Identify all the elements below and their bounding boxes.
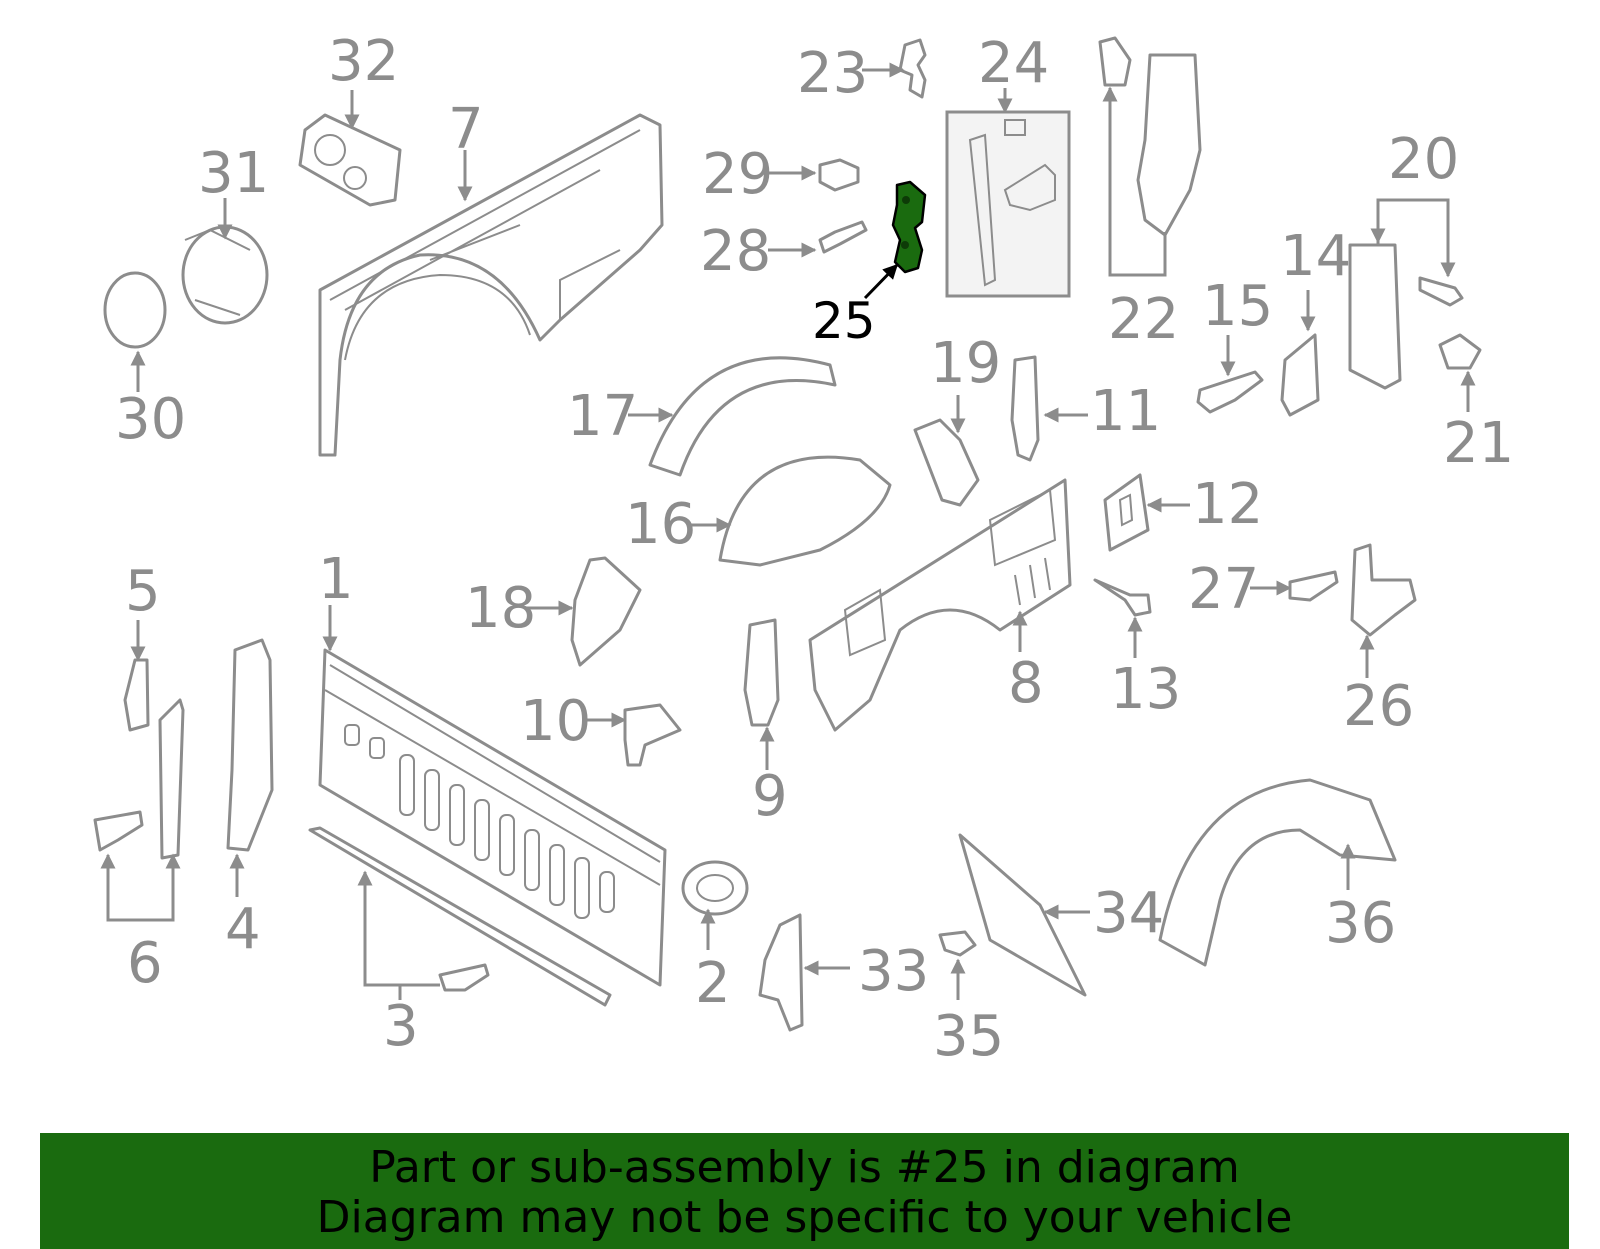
fuel-door-part bbox=[103, 271, 167, 349]
callout-4: 4 bbox=[225, 897, 261, 962]
callout-9: 9 bbox=[752, 764, 788, 829]
callout-24: 24 bbox=[978, 31, 1049, 96]
callout-12: 12 bbox=[1192, 472, 1263, 537]
callout-13: 13 bbox=[1110, 657, 1181, 722]
banner-line-2: Diagram may not be specific to your vehi… bbox=[316, 1192, 1293, 1243]
liner-36-part bbox=[1158, 778, 1397, 967]
callout-33: 33 bbox=[858, 939, 929, 1004]
callout-28: 28 bbox=[700, 219, 771, 284]
plate-12-part bbox=[1103, 473, 1150, 552]
callout-32: 32 bbox=[328, 29, 399, 94]
seal-3-part bbox=[308, 826, 612, 1007]
fasteners-20-21-part bbox=[1418, 276, 1482, 370]
bracket-22-part bbox=[1098, 36, 1202, 237]
callout-35: 35 bbox=[933, 1004, 1004, 1069]
callout-7: 7 bbox=[448, 97, 484, 162]
wheelhouse-16-part bbox=[718, 455, 892, 567]
bolt-13-part bbox=[1093, 578, 1152, 617]
callout-1: 1 bbox=[318, 547, 354, 612]
bolt-27-part bbox=[1288, 570, 1339, 602]
bracket-25-highlighted-part bbox=[891, 180, 927, 274]
callout-23: 23 bbox=[797, 41, 868, 106]
panel-34-part bbox=[958, 833, 1087, 997]
callout-21: 21 bbox=[1443, 411, 1514, 476]
callout-36: 36 bbox=[1325, 891, 1396, 956]
leader-lines bbox=[100, 62, 1476, 1000]
callout-27: 27 bbox=[1188, 557, 1259, 622]
bracket-9-part bbox=[743, 618, 780, 727]
latch-26-part bbox=[1350, 543, 1417, 637]
callout-17: 17 bbox=[567, 384, 638, 449]
callout-20: 20 bbox=[1388, 127, 1459, 192]
inner-panel-8-part bbox=[808, 478, 1072, 732]
bracket-11-part bbox=[1010, 355, 1040, 462]
banner-line-1: Part or sub-assembly is #25 in diagram bbox=[369, 1142, 1240, 1193]
bracket-10-part bbox=[623, 703, 682, 767]
callout-26: 26 bbox=[1343, 674, 1414, 739]
bracket-33-part bbox=[758, 913, 804, 1032]
callout-22: 22 bbox=[1108, 287, 1179, 352]
arch-trim-17-part bbox=[648, 356, 837, 477]
callout-34: 34 bbox=[1093, 881, 1164, 946]
tailgate-1-part bbox=[318, 648, 667, 987]
bolt-15-part bbox=[1196, 370, 1264, 414]
clip-23-part bbox=[898, 38, 927, 99]
bed-side-panel-part bbox=[318, 113, 664, 457]
brace-18-part bbox=[570, 556, 642, 667]
brace-19-part bbox=[913, 418, 980, 507]
callout-29: 29 bbox=[702, 142, 773, 207]
callout-labels: 1 2 3 4 5 6 7 8 9 10 11 12 13 14 15 16 1… bbox=[115, 29, 1514, 1069]
callout-15: 15 bbox=[1202, 274, 1273, 339]
bracket-14b-part bbox=[1280, 333, 1320, 417]
callout-10: 10 bbox=[520, 689, 591, 754]
grommet-2-part bbox=[681, 860, 749, 916]
callout-19: 19 bbox=[930, 331, 1001, 396]
panel-14-part bbox=[1348, 243, 1402, 390]
callout-30: 30 bbox=[115, 387, 186, 452]
callout-8: 8 bbox=[1008, 651, 1044, 716]
pad-29-part bbox=[818, 158, 860, 192]
clip-35-part bbox=[938, 930, 977, 957]
pillar-4-part bbox=[226, 638, 274, 852]
callout-18: 18 bbox=[465, 576, 536, 641]
subassembly-24-box bbox=[945, 110, 1071, 298]
callout-14: 14 bbox=[1280, 224, 1351, 289]
callout-25-highlighted: 25 bbox=[812, 292, 876, 350]
callout-5: 5 bbox=[125, 559, 161, 624]
info-banner: Part or sub-assembly is #25 in diagram D… bbox=[40, 1133, 1569, 1249]
callout-16: 16 bbox=[625, 492, 696, 557]
light-housing-part bbox=[298, 113, 402, 207]
bracket-5-part bbox=[123, 658, 150, 732]
rivet-28-part bbox=[818, 220, 868, 254]
callout-2: 2 bbox=[695, 951, 731, 1016]
callout-6: 6 bbox=[127, 931, 163, 996]
callout-31: 31 bbox=[198, 141, 269, 206]
pillar-6-part bbox=[93, 698, 185, 860]
fuel-housing-part bbox=[181, 225, 269, 325]
callout-11: 11 bbox=[1090, 379, 1161, 444]
callout-3: 3 bbox=[383, 994, 419, 1059]
